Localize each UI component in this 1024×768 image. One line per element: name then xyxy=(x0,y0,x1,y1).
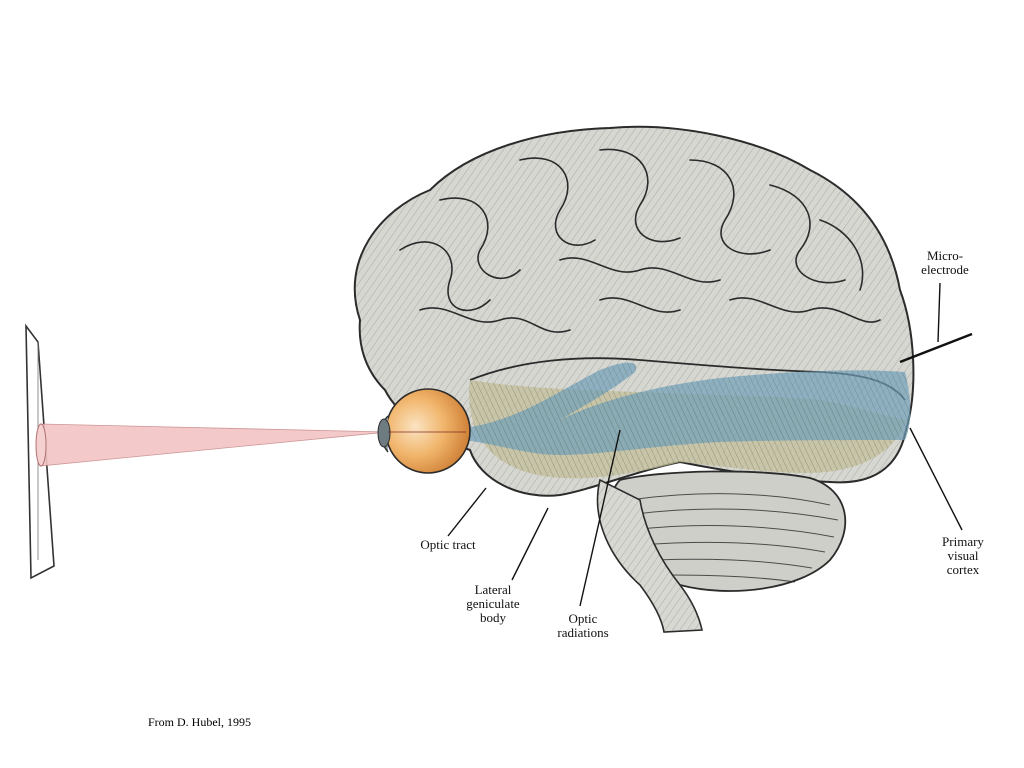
eye xyxy=(377,388,471,474)
label-optic-radiations: Optic radiations xyxy=(557,611,609,640)
leader-lines xyxy=(447,282,963,607)
label-optic-tract: Optic tract xyxy=(420,537,476,552)
microelectrode-wire xyxy=(899,332,973,364)
visual-pathway xyxy=(465,362,911,455)
source-caption: From D. Hubel, 1995 xyxy=(148,715,251,729)
visual-beam xyxy=(35,423,389,467)
brainstem xyxy=(596,478,703,633)
label-microelectrode: Micro- electrode xyxy=(921,248,969,277)
label-primary-visual-cortex: Primary visual cortex xyxy=(942,534,984,577)
label-lateral-geniculate-body: Lateral geniculate body xyxy=(466,582,520,625)
